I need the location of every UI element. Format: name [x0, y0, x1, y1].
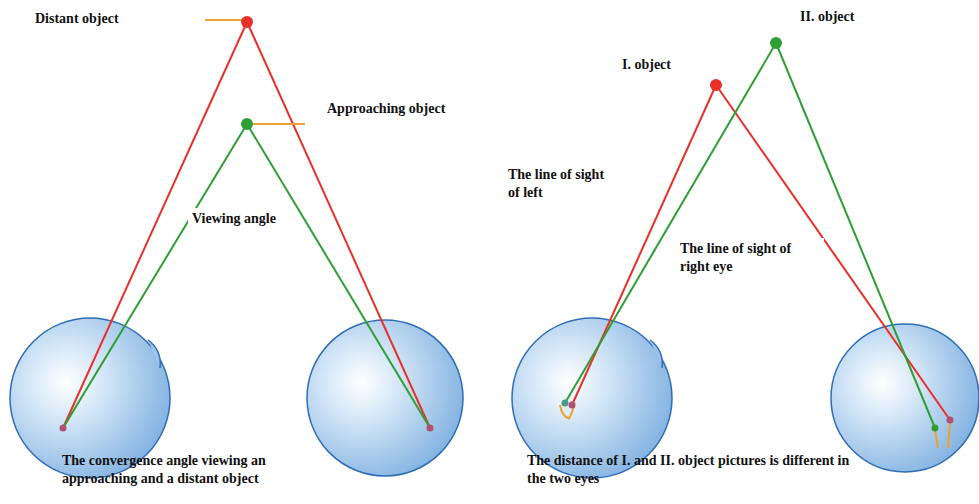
object-dot [710, 79, 722, 91]
object-dot [241, 118, 253, 130]
sight-line-label: The line of sight of right eye [676, 238, 824, 277]
retina-dot [562, 400, 569, 407]
object-dot [770, 37, 782, 49]
retina-dot [932, 425, 939, 432]
object-dot [241, 16, 253, 28]
sight-line [247, 124, 430, 428]
sight-line [63, 124, 247, 428]
object-label: Approaching object [327, 100, 445, 118]
retina-dot [569, 402, 576, 409]
retina-dot [60, 425, 67, 432]
caption-text: The convergence angle viewing an approac… [62, 452, 322, 487]
cornea [650, 340, 662, 368]
angle-label: Viewing angle [188, 208, 280, 230]
object-label: I. object [622, 56, 671, 74]
object-label: II. object [800, 8, 854, 26]
caption-text: The distance of I. and II. object pictur… [527, 452, 867, 487]
eyeball [307, 320, 463, 476]
sight-line [776, 43, 935, 428]
sight-line [565, 43, 776, 403]
cornea [148, 340, 160, 368]
retina-dot [947, 417, 954, 424]
sight-line-label: The line of sight of left [504, 164, 612, 203]
marker-line [247, 123, 305, 125]
marker-line [205, 19, 247, 21]
object-label: Distant object [35, 10, 119, 28]
eyeball [831, 324, 979, 472]
retina-dot [427, 425, 434, 432]
